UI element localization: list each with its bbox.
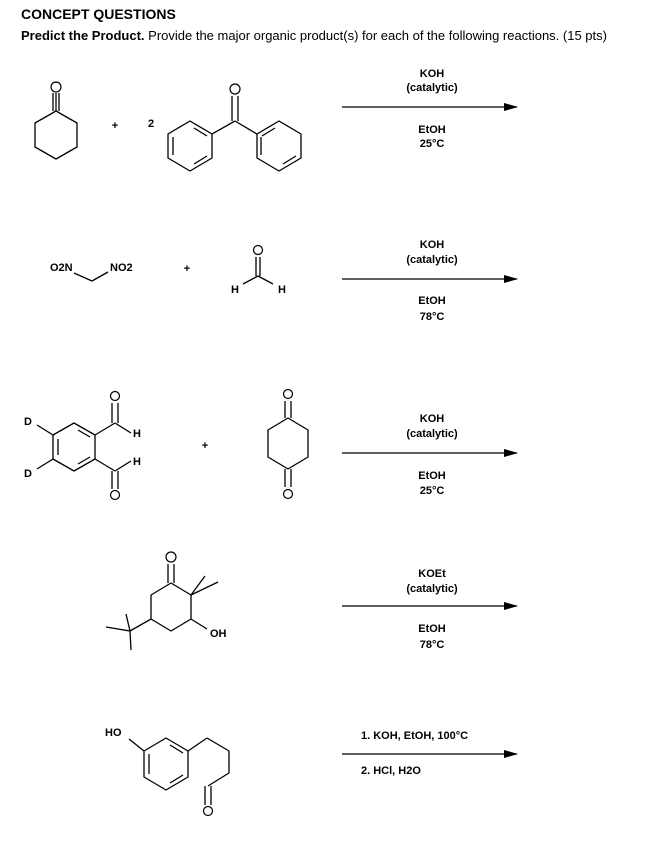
condition-label: EtOH [418,623,446,635]
dinitroethane-structure [73,271,109,282]
atom-label-ho: HO [105,727,122,739]
reagent-label: (catalytic) [406,254,458,266]
cyclohexanone-structure [34,81,78,160]
step-1-label: 1. KOH, EtOH, 100°C [361,730,468,742]
reagent-label: KOH [420,239,445,251]
plus-sign: + [184,263,190,275]
instructions-text: Provide the major organic product(s) for… [144,28,607,43]
condition-label: 78°C [420,639,445,651]
atom-label-no2: NO2 [110,262,133,274]
condition-label: EtOH [418,470,446,482]
atom-label-h: H [133,428,141,440]
condition-label: 25°C [420,138,445,150]
plus-sign: + [202,440,208,452]
plus-sign: + [112,120,118,132]
atom-label-h: H [133,456,141,468]
atom-label-o2n: O2N [50,262,73,274]
atom-label-h: H [231,284,239,296]
reagent-label: (catalytic) [406,428,458,440]
coefficient: 2 [148,118,154,130]
cyclohexanedione-structure [267,388,309,500]
formaldehyde-structure [242,244,274,285]
atom-label-d: D [24,416,32,428]
step-2-label: 2. HCl, H2O [361,765,421,777]
atom-label-d: D [24,468,32,480]
reagent-label: (catalytic) [406,82,458,94]
reagent-label: KOH [420,413,445,425]
page-title: CONCEPT QUESTIONS [21,6,176,22]
substituted-cyclohexanone-structure [105,551,219,651]
atom-label-h: H [278,284,286,296]
dideuterio-phthalaldehyde-structure [36,390,132,501]
atom-label-oh: OH [210,628,227,640]
condition-label: 25°C [420,485,445,497]
reagent-label: (catalytic) [406,583,458,595]
condition-label: EtOH [418,295,446,307]
instructions: Predict the Product. Provide the major o… [21,28,607,43]
hydroxyphenyl-butanal-structure [128,737,230,817]
benzophenone-structure [167,83,302,172]
reagent-label: KOEt [418,568,446,580]
condition-label: 78°C [420,311,445,323]
reagent-label: KOH [420,68,445,80]
condition-label: EtOH [418,124,446,136]
instructions-bold: Predict the Product. [21,28,145,43]
